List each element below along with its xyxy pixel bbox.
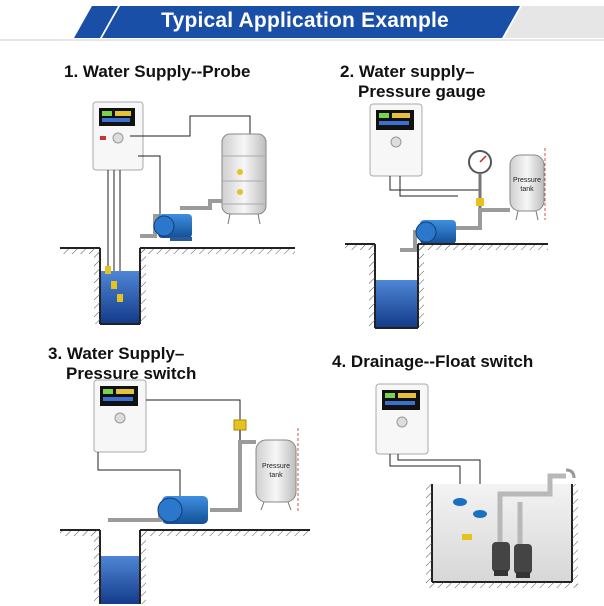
ground [60,247,295,325]
example-2-title: 2. Water supply– Pressure gauge [340,62,486,102]
example-3-title: 3. Water Supply– Pressure switch [48,344,196,384]
tank-label-line2: tank [520,186,534,193]
example-4-text: Drainage--Float switch [350,352,534,371]
float-switch-icon [473,510,487,518]
diagram-water-supply-probe [60,101,295,325]
banner-shape [0,0,604,46]
example-4-title: 4. Drainage--Float switch [332,352,533,372]
example-4-number: 4. [332,352,347,371]
diagram-drainage-float-switch [375,383,578,588]
float-switch-icon [453,498,467,506]
pressure-tank: Pressure tank [509,154,545,221]
pressure-tank: Pressure tank [255,439,297,511]
example-2-text-line2: Pressure gauge [358,82,486,101]
controller-box [375,383,429,455]
example-3-text: Water Supply– [66,344,185,363]
pump [415,220,456,244]
example-1-text: Water Supply--Probe [82,62,251,81]
example-1-title: 1. Water Supply--Probe [64,62,250,82]
well-water [101,556,139,604]
well-water [376,280,417,327]
pump [157,496,208,524]
example-3-text-line2: Pressure switch [66,364,197,383]
ground [60,529,310,604]
submersible-pump [514,544,532,578]
controller-box [93,379,147,453]
banner-title: Typical Application Example [161,9,449,32]
tank-label-line2: tank [269,472,283,479]
water-tank [221,133,267,225]
diagram-water-supply-pressure-switch: Pressure tank [60,379,310,604]
submersible-pump [492,542,510,576]
pressure-switch-icon [233,419,247,442]
example-2-text: Water supply– [358,62,475,81]
example-2-number: 2. [340,62,355,81]
diagram-water-supply-pressure-gauge: Pressure tank [345,103,548,329]
controller-box [92,101,144,171]
pump [153,214,192,241]
tank-label-line1: Pressure [513,177,541,184]
pressure-gauge-icon [468,150,492,210]
controller-box [369,103,423,177]
example-3-number: 3. [48,344,63,363]
tank-label-line1: Pressure [262,463,290,470]
ground [345,243,548,329]
header-banner: Typical Application Example [0,0,604,46]
example-1-number: 1. [64,62,79,81]
